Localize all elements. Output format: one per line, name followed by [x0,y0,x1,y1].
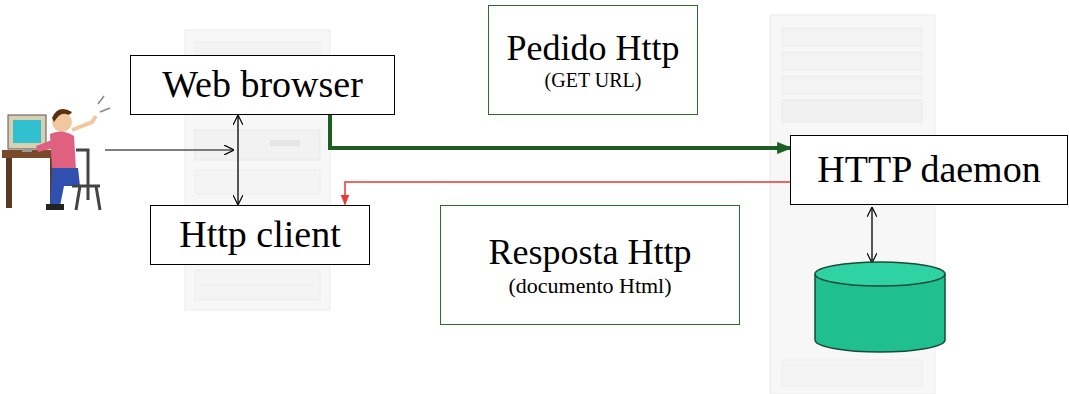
message-box: Pedido Http(GET URL) [488,5,698,115]
box-title: Web browser [162,63,363,107]
application-box: Http client [150,205,370,265]
response-arrow [345,182,790,204]
message-detail: (documento Html) [508,273,671,298]
box-title: Http client [179,213,340,257]
server-box: HTTP daemon [790,135,1068,205]
database-link [871,208,872,262]
application-box: Web browser [130,55,395,115]
user-at-computer [2,96,110,210]
message-box: Resposta Http(documento Html) [440,205,740,325]
box-title: HTTP daemon [817,148,1040,192]
database-cylinder [815,262,945,352]
user-arrow [105,150,233,151]
message-detail: (GET URL) [545,69,642,92]
message-title: Resposta Http [489,232,692,273]
message-title: Pedido Http [506,28,679,69]
request-arrow [330,115,790,148]
double-arrow [237,116,238,204]
